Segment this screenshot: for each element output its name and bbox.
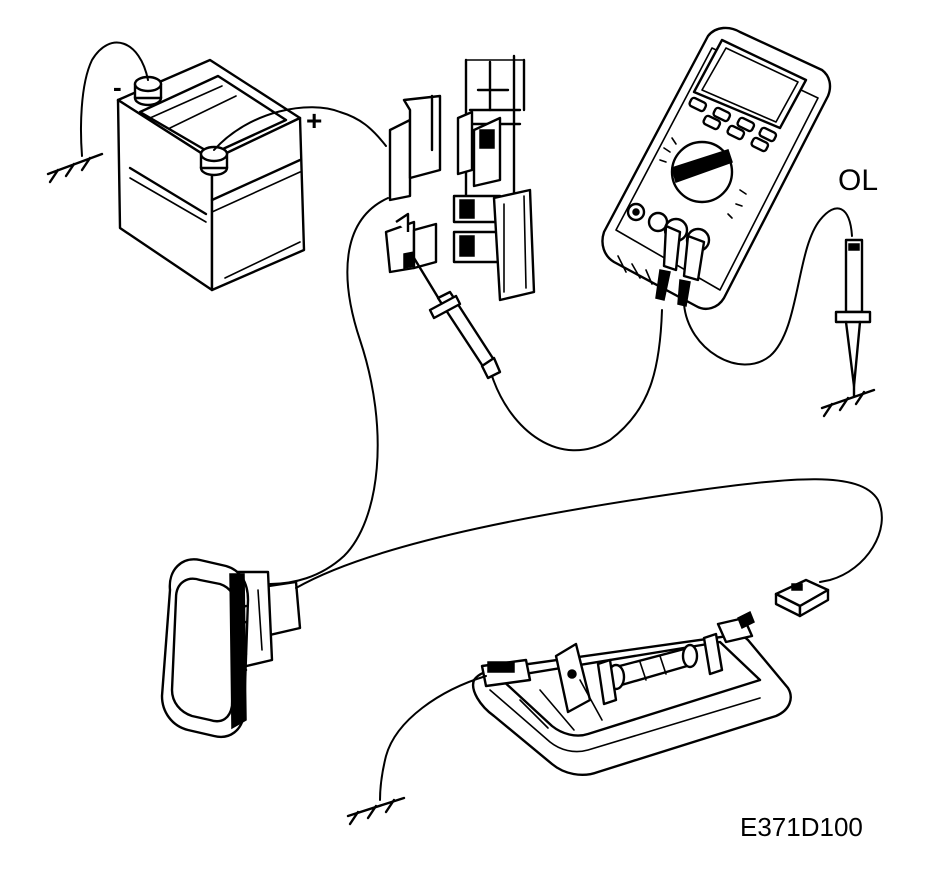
battery-positive-wire bbox=[213, 106, 387, 151]
courtesy-light-switch-icon bbox=[160, 558, 302, 739]
lamp-ground-wire bbox=[379, 675, 487, 801]
multimeter-icon bbox=[601, 26, 832, 310]
connector-plug-icon bbox=[774, 578, 830, 618]
figure-id-label: E371D100 bbox=[740, 812, 863, 842]
meter-ground-lead-wire bbox=[683, 207, 853, 366]
ground-symbol-icon bbox=[820, 388, 876, 418]
fuse-box-icon bbox=[384, 54, 536, 302]
probe-lead-wire bbox=[491, 309, 663, 452]
switch-to-lamp-wire bbox=[295, 478, 883, 589]
meter-reading-label: OL bbox=[838, 164, 878, 197]
interior-lamp-icon bbox=[471, 610, 792, 776]
battery-ground-wire bbox=[80, 41, 149, 157]
battery-negative-label: - bbox=[113, 72, 122, 102]
ground-symbol-icon bbox=[346, 796, 406, 826]
battery-positive-label: + bbox=[306, 105, 322, 136]
test-probe-icon bbox=[412, 256, 502, 380]
ground-symbol-icon bbox=[46, 152, 104, 184]
ground-probe-icon bbox=[834, 238, 872, 398]
fuse-to-switch-wire bbox=[269, 197, 389, 585]
battery-icon bbox=[116, 58, 306, 292]
